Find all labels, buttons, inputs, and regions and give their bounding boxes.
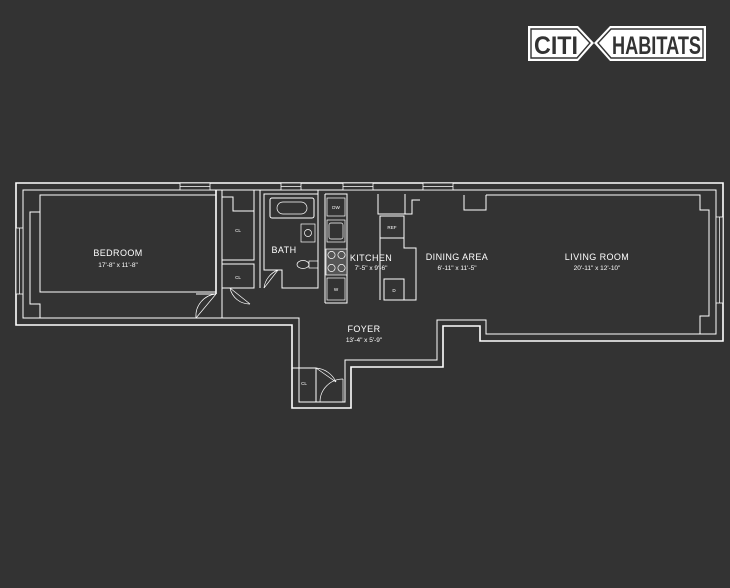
kitchen-label: KITCHEN [350,253,392,263]
column-dining [463,195,487,211]
toilet-tank [308,260,319,269]
bedroom-outline [39,194,217,293]
kitchen-counter-left [325,193,348,304]
closet-2-door [229,287,251,305]
bathtub [269,197,315,219]
closets-and-partitions: CL CL [215,190,261,318]
bath-sink [300,223,316,243]
living-room: LIVING ROOM 20'-11" x 12'-10" [486,194,710,334]
logo-right-plate [594,26,706,61]
logo-left-border [530,28,591,59]
bathroom: BATH [263,193,319,289]
living-label: LIVING ROOM [565,252,629,262]
kitchen-dims: 7'-5" x 9'-6" [355,265,388,272]
closet-3-door [315,367,337,383]
entry-door [320,379,344,403]
closet-3-label: CL [301,381,307,386]
refrigerator-label: REF [387,225,396,230]
logo-left-plate [528,26,594,61]
outer-wall-line [15,182,724,409]
bath-label: BATH [272,245,297,255]
bath-outline [263,193,319,289]
bedroom-label: BEDROOM [93,248,142,258]
dryer [383,278,405,301]
dishwasher-label: DW [332,205,340,210]
kitchen-right-cabinets [379,238,417,301]
windows [15,182,724,304]
bedroom-dims: 17'-8" x 11'-8" [98,262,138,269]
dryer-label: D [392,288,396,293]
bedroom-pilaster-left [29,195,41,318]
outer-walls [15,182,724,409]
dining-dims: 6'-11" x 11'-5" [437,265,477,272]
toilet-bowl [296,260,310,269]
foyer: FOYER 13'-4" x 5'-9" CL [292,324,383,403]
washer-label: W [334,287,339,292]
foyer-dims: 13'-4" x 5'-9" [346,337,383,344]
kitchen-upper-right [377,194,406,215]
foyer-label: FOYER [347,324,380,334]
living-outline [486,194,710,334]
closet-1-outline [222,196,255,261]
citi-habitats-logo: CITI HABITATS [528,26,706,61]
stove [325,248,348,276]
washer [326,277,346,301]
closet-1-label: CL [235,228,241,233]
logo-text-right: HABITATS [612,32,701,60]
inner-wall-line [22,189,717,403]
refrigerator [379,215,405,239]
dishwasher [326,197,346,217]
closet-2-label: CL [235,275,241,280]
kitchen-sink [326,219,346,243]
living-dims: 20'-11" x 12'-10" [574,265,621,272]
dining-area: DINING AREA 6'-11" x 11'-5" [426,195,488,272]
closet-2-outline [222,263,255,289]
bath-door [263,269,279,289]
bedroom: BEDROOM 17'-8" x 11'-8" [29,194,217,318]
dining-label: DINING AREA [426,252,488,262]
kitchen: DW W REF D KITCHEN 7'-5" x 9'-6" [317,190,420,304]
logo-text-left: CITI [534,32,578,60]
logo-right-border [597,28,704,59]
bedroom-door [195,293,217,319]
